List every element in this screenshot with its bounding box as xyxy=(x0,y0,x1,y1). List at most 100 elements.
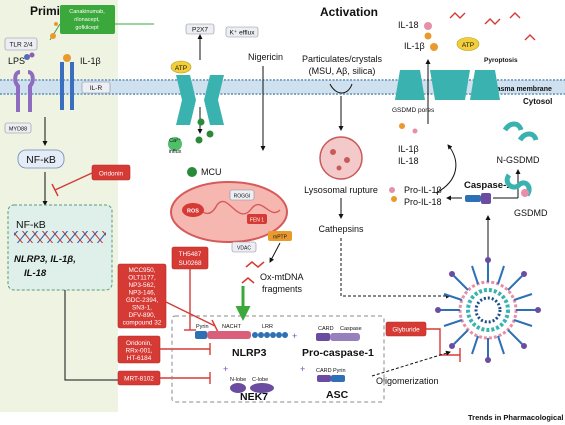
nucleus xyxy=(7,204,113,291)
pyroptosis-label: Pyroptosis xyxy=(484,57,518,64)
plus-3: + xyxy=(300,364,305,374)
mrt8102-label: MRT-8102 xyxy=(124,376,154,383)
ox-mtdna-line2: fragments xyxy=(262,284,303,294)
gsdmd-pores-label: GSDMD pores xyxy=(392,107,435,114)
n-lobe-icon xyxy=(230,383,246,393)
svg-text:compound 32: compound 32 xyxy=(123,320,162,327)
ca-ion-3 xyxy=(195,136,203,144)
glyburide-label: Glyburide xyxy=(392,327,420,334)
fen1-label: FEN 1 xyxy=(250,218,264,224)
lysosome-icon xyxy=(319,136,363,180)
atp-top-icon xyxy=(170,60,192,74)
inhibitor-lines xyxy=(160,269,219,384)
atp-out-label: ATP xyxy=(462,42,474,49)
asc-card-icon xyxy=(317,375,331,382)
th5487-label: TH5487 xyxy=(179,251,202,258)
n-lobe-label: N-lobe xyxy=(230,377,246,383)
myd88-pill xyxy=(4,122,32,134)
il18-out-label: IL-18 xyxy=(398,20,419,30)
svg-text:MCC950,: MCC950, xyxy=(129,267,156,274)
mtdna-fragment-icon xyxy=(245,261,265,268)
gsdmd-label: GSDMD xyxy=(514,208,548,218)
ca-influx-line1: Ca²⁺ xyxy=(169,137,181,144)
il-r-pill xyxy=(81,81,111,94)
mptp-pill xyxy=(268,231,292,241)
pro-il18-label: Pro-IL-18 xyxy=(404,197,442,207)
svg-text:SN3-1,: SN3-1, xyxy=(132,305,152,312)
ca-ion-1 xyxy=(197,118,205,126)
plus-1: + xyxy=(292,331,297,341)
particulates-line2: (MSU, Aβ, silica) xyxy=(309,66,376,76)
gsdmd-pore-1 xyxy=(395,70,425,100)
priming-il1b-label: IL-1β xyxy=(80,56,101,66)
mcc950-list: MCC950, OLT1177, NP3-562, NP3-146, GDC-2… xyxy=(123,267,162,327)
asc-pyrin-icon xyxy=(331,375,345,382)
nek7-label: NEK7 xyxy=(240,391,268,403)
pyrin-label: Pyrin xyxy=(196,324,209,330)
p2x7-label: P2X7 xyxy=(192,27,208,34)
gsdmd-pore-3 xyxy=(470,70,500,100)
lrr-label: LRR xyxy=(262,324,273,330)
pyrin2-label: Pyrin xyxy=(333,368,346,374)
activation-heading: Activation xyxy=(320,5,378,19)
il1-receptor-icon xyxy=(60,62,74,110)
caspase1-icon xyxy=(465,195,481,202)
p2x7-channel-left xyxy=(176,75,196,125)
plasma-membrane xyxy=(0,79,565,95)
su0268-label: SU0268 xyxy=(178,260,202,267)
c-lobe-label: C-lobe xyxy=(252,377,268,383)
ca-influx-line2: influx xyxy=(169,149,182,155)
ros-label: ROS xyxy=(187,209,199,215)
released-dna-icon xyxy=(449,12,536,41)
lrr-domain-icon xyxy=(252,332,288,338)
oligomerization-label: Oligomerization xyxy=(376,376,439,386)
caspase1-label: Caspase-1 xyxy=(464,180,512,191)
tlr-receptor-icon xyxy=(13,70,35,112)
journal-label: Trends in Pharmacological Sciences xyxy=(468,413,565,422)
tlr-pill xyxy=(4,37,38,51)
n-gsdmd-icon xyxy=(502,121,539,142)
myd88-label: MYD88 xyxy=(9,127,27,133)
mptp-label: mPTP xyxy=(273,235,288,241)
particulates-line1: Particulates/crystals xyxy=(302,54,383,64)
oridonin-inhibit-line xyxy=(54,172,93,191)
il-r-label: IL-R xyxy=(90,85,103,92)
drug-line-3: gofkilcept xyxy=(75,25,99,31)
gsdmd-icon xyxy=(504,173,532,197)
k-efflux-label: K⁺ efflux xyxy=(230,30,256,37)
mcu-ion xyxy=(187,167,197,177)
ros-blob xyxy=(182,203,204,217)
svg-text:NP3-146,: NP3-146, xyxy=(129,290,156,297)
nucleus-nfkb-label: NF-κB xyxy=(16,219,46,231)
vdac-pill xyxy=(231,241,257,253)
il1b-in-label: IL-1β xyxy=(398,144,419,154)
k-efflux-pill xyxy=(225,26,259,38)
drug-line-1: Canakinumab, xyxy=(69,9,105,15)
svg-text:NP3-562,: NP3-562, xyxy=(129,282,156,289)
oridonin-top-box xyxy=(91,164,131,181)
card-label: CARD xyxy=(318,326,334,332)
drug-line-2: rilonacept, xyxy=(74,17,100,23)
gene-list-1: NLRP3, IL-1β, xyxy=(14,254,76,265)
ox-mtdna-line1: Ox-mtDNA xyxy=(260,272,304,282)
oridonin-list-2: RRx-001, xyxy=(126,348,153,355)
nacht-domain-icon xyxy=(207,331,251,339)
il1b-out-label: IL-1β xyxy=(404,41,425,51)
asc-label: ASC xyxy=(326,389,349,401)
mcc950-box xyxy=(117,263,167,329)
oridonin-top-label: Oridonin xyxy=(99,171,124,178)
lps-label: LPS xyxy=(8,56,25,66)
nacht-label: NACHT xyxy=(222,324,242,330)
il18-in-label: IL-18 xyxy=(398,156,419,166)
oridonin-list-3: HT-6184 xyxy=(127,355,152,362)
p2x7-channel-right xyxy=(204,75,224,125)
svg-text:GDC-2394,: GDC-2394, xyxy=(126,297,159,304)
nfkb-pill xyxy=(17,149,65,169)
lps-ball-icon xyxy=(24,54,30,60)
roggi-pill xyxy=(229,189,255,201)
atp-out-icon xyxy=(456,37,480,51)
gene-list-2: IL-18 xyxy=(24,268,47,279)
card-domain-icon xyxy=(316,333,330,341)
nfkb-label: NF-κB xyxy=(26,154,56,166)
